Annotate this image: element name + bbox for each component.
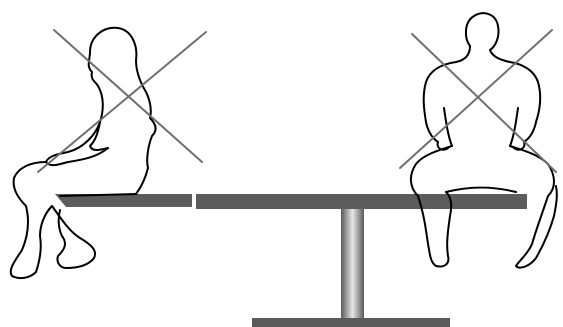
woman-seat bbox=[59, 193, 137, 197]
woman-lap bbox=[12, 161, 47, 207]
woman-cross-out bbox=[37, 29, 207, 173]
central-pole bbox=[341, 208, 364, 322]
man-shoulders-arms bbox=[422, 45, 542, 143]
woman-leg-front bbox=[9, 205, 53, 280]
man-head bbox=[464, 12, 500, 51]
man-cross-out bbox=[399, 29, 557, 173]
woman-arm bbox=[45, 121, 101, 167]
woman-head-hair bbox=[87, 26, 119, 151]
woman-leg-back bbox=[51, 205, 96, 269]
man-legs-left bbox=[410, 145, 453, 268]
seated-woman-figure bbox=[9, 26, 157, 280]
woman-hair-back bbox=[117, 27, 157, 169]
bench-left-segment bbox=[55, 194, 192, 207]
man-torso bbox=[443, 107, 519, 147]
woman-thigh-top bbox=[67, 147, 109, 163]
man-seat bbox=[445, 186, 517, 193]
woman-back bbox=[135, 167, 149, 195]
floor-base bbox=[252, 318, 450, 327]
bench-right-segment bbox=[196, 194, 527, 209]
seated-man-figure bbox=[410, 12, 558, 269]
